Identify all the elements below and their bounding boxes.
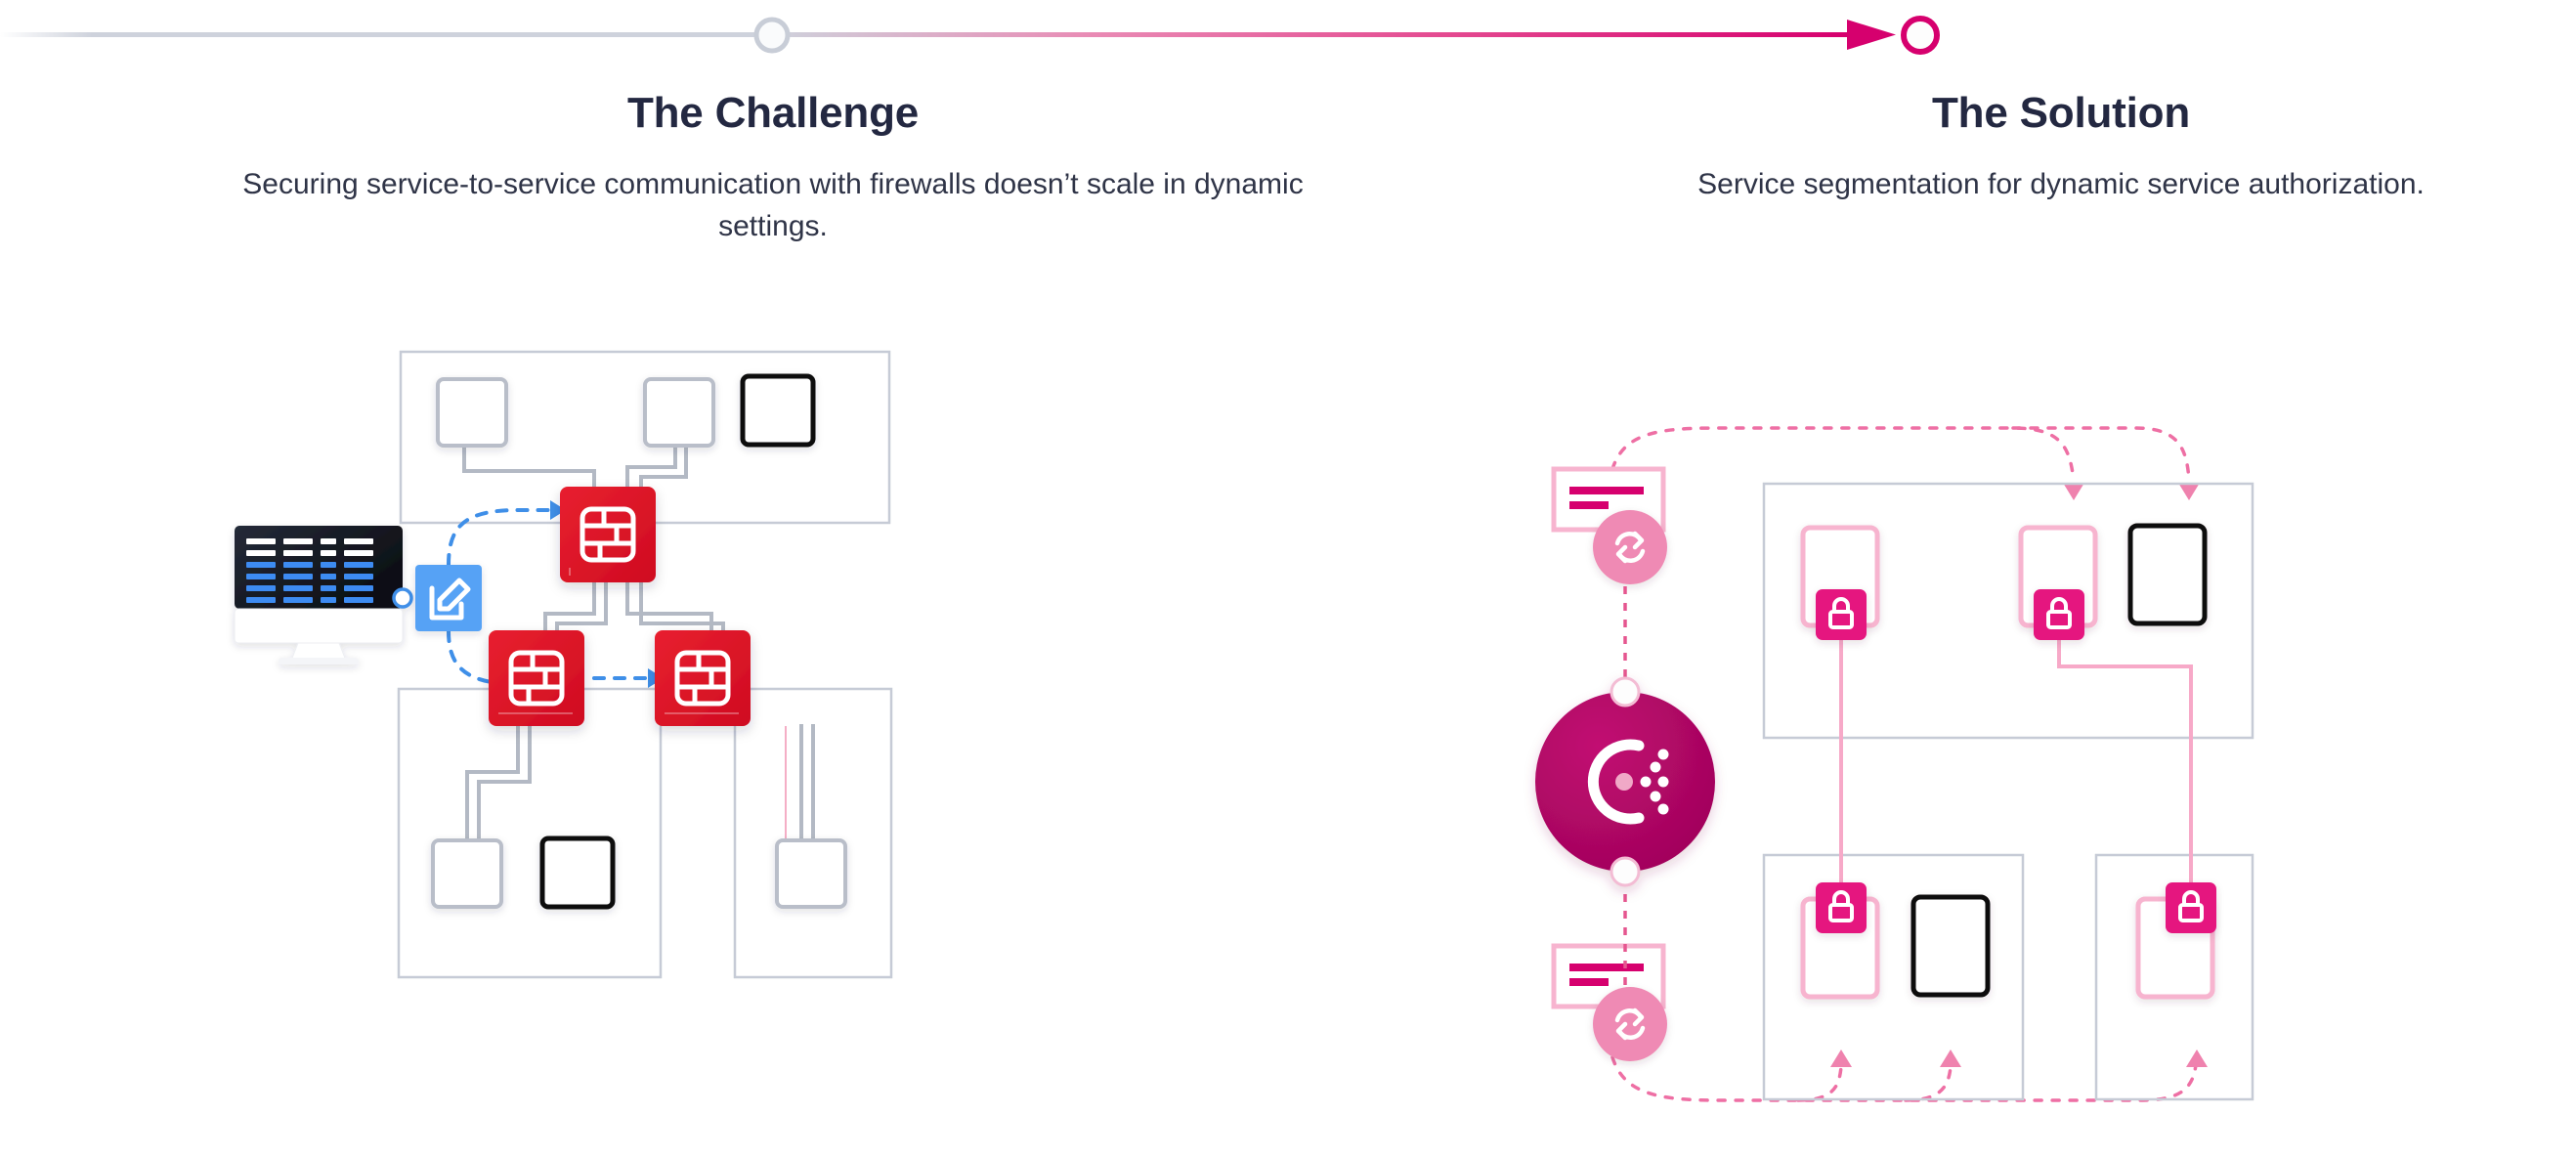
solution-heading: The Solution: [1931, 89, 2190, 137]
mesh-flow-bottom-path: [1610, 1053, 2199, 1102]
edit-pencil-icon[interactable]: [415, 565, 482, 631]
flow-arrow-top-icon: [550, 500, 566, 520]
service-upper-plain: [2127, 523, 2208, 626]
mesh-flow-top-branch: [2011, 426, 2191, 483]
monitor-foot: [279, 658, 359, 664]
challenge-heading: The Challenge: [626, 89, 920, 137]
mesh-arrow-up-1-icon: [1830, 1050, 1852, 1067]
service-lower-plain: [1911, 894, 1991, 998]
connector-dot-top: [1610, 676, 1641, 707]
node-bottom-right: [775, 838, 847, 909]
rail-arrow-icon: [1847, 20, 1896, 50]
firewall-mid-right: [655, 630, 751, 726]
challenge-diagram: [234, 350, 1055, 1016]
sync-refresh-icon-2: [1614, 1007, 1646, 1041]
sync-badge-bottom: [1593, 987, 1667, 1061]
config-bar-short: [1569, 501, 1609, 509]
node-bottom-mid: [539, 836, 616, 910]
config-bar-long: [1569, 487, 1644, 494]
link-fw-to-midleft: [543, 580, 596, 647]
sync-refresh-icon: [1614, 531, 1646, 564]
sync-badge-top: [1593, 510, 1667, 584]
mesh-arrow-up-3-icon: [2186, 1050, 2208, 1067]
mesh-flow-bottom-arrowheads: [1830, 1050, 2208, 1067]
lock-badge-lower-left: [1816, 882, 1867, 933]
column-solution: The Solution Service segmentation for dy…: [1546, 88, 2576, 205]
connector-dot-bottom: [1610, 856, 1641, 887]
lock-badge-lower-right: [2166, 882, 2216, 933]
zone-lower-left: [1762, 853, 2025, 1101]
node-top-right: [740, 373, 816, 448]
lock-badge-upper-left: [1816, 589, 1867, 640]
monitor-port-dot: [392, 587, 413, 609]
node-top-mid: [643, 377, 715, 448]
monitor-base: [234, 608, 404, 644]
progress-step-1: [753, 17, 791, 54]
lock-icon: [1828, 597, 1854, 629]
link-fw-to-midright: [625, 580, 713, 647]
solution-body: Service segmentation for dynamic service…: [1697, 167, 2425, 200]
consul-logo-icon: [1587, 739, 1669, 825]
mesh-arrow-down-1-icon: [2063, 483, 2084, 500]
zone-lower-right: [2094, 853, 2254, 1101]
auth-link-right: [2057, 635, 2193, 907]
monitor-bars: [246, 538, 373, 603]
node-bottom-left: [431, 838, 503, 909]
firewall-top: [560, 487, 656, 582]
solution-diagram: [1535, 410, 2336, 1134]
lock-icon-3: [1828, 890, 1854, 922]
mesh-flow-top-path: [1610, 426, 2076, 483]
mesh-flow-top: [1610, 426, 2191, 483]
lock-icon-4: [2178, 890, 2204, 922]
mesh-flow-bottom-branch-1: [1796, 1065, 1843, 1102]
mesh-flow-bottom-branch-2: [1904, 1065, 1953, 1102]
config-bar-short-2: [1569, 978, 1609, 986]
link-midleft-down: [465, 724, 520, 844]
flow-edit-to-fw-top: [447, 508, 551, 567]
progress-step-2: [1901, 16, 1940, 55]
monitor-icon: [234, 526, 413, 664]
firewall-mid-left: [489, 630, 584, 726]
mesh-flow-bottom: [1610, 1053, 2199, 1102]
config-bar-long-2: [1569, 964, 1644, 971]
authorized-link-group: [1839, 635, 2193, 907]
challenge-body: Securing service-to-service communicatio…: [242, 167, 1304, 243]
node-top-left: [436, 377, 508, 448]
consul-hub: [1535, 676, 1715, 887]
flow-edit-to-fw-midleft: [447, 629, 536, 686]
column-challenge: The Challenge Securing service-to-servic…: [0, 88, 1546, 248]
rail-track-active: [772, 32, 1847, 37]
progress-rail: [0, 0, 2576, 78]
link-midleft-down-2: [477, 724, 532, 844]
zone-upper: [1762, 482, 2254, 740]
rail-track-inactive: [0, 32, 772, 37]
lock-badge-upper-right: [2034, 589, 2084, 640]
lock-icon-2: [2046, 597, 2072, 629]
mesh-arrow-up-2-icon: [1940, 1050, 1961, 1067]
mesh-flow-top-arrowheads: [2063, 483, 2200, 500]
mesh-arrow-down-2-icon: [2178, 483, 2200, 500]
